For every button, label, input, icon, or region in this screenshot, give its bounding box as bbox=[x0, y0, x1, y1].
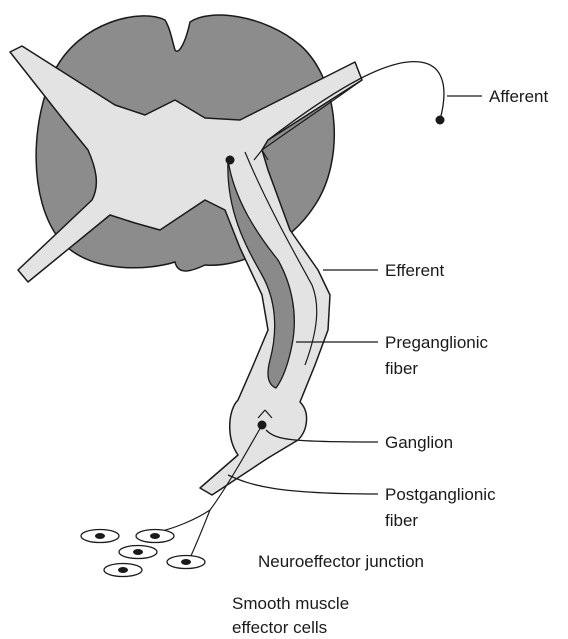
postganglionic-branch bbox=[188, 510, 210, 562]
label-smooth-muscle-2: effector cells bbox=[232, 618, 327, 637]
label-postganglionic-2: fiber bbox=[385, 511, 418, 530]
muscle-cell bbox=[81, 530, 119, 543]
motor-neuron-cell-body bbox=[226, 156, 235, 165]
postganglionic-leader bbox=[228, 475, 378, 494]
label-preganglionic-1: Preganglionic bbox=[385, 333, 489, 352]
label-neuroeffector: Neuroeffector junction bbox=[258, 552, 424, 571]
label-preganglionic-2: fiber bbox=[385, 359, 418, 378]
label-efferent: Efferent bbox=[385, 261, 445, 280]
label-ganglion: Ganglion bbox=[385, 433, 453, 452]
muscle-cell bbox=[136, 530, 174, 543]
label-smooth-muscle-1: Smooth muscle bbox=[232, 594, 349, 613]
muscle-cell bbox=[104, 564, 142, 577]
label-postganglionic-1: Postganglionic bbox=[385, 485, 496, 504]
muscle-cell bbox=[167, 556, 205, 569]
smooth-muscle-cells bbox=[81, 530, 205, 577]
label-afferent: Afferent bbox=[489, 87, 549, 106]
muscle-cell bbox=[119, 546, 157, 559]
